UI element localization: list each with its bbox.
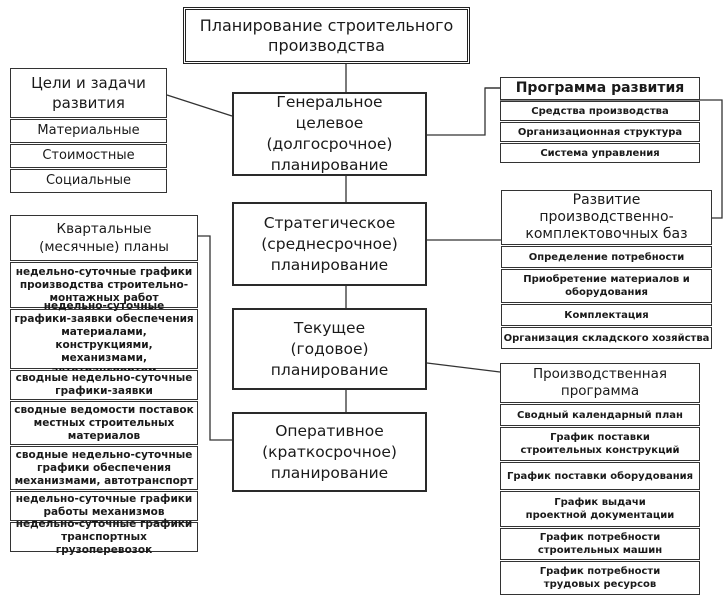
prod-program-item: Сводный календарный план [500, 404, 700, 426]
quarterly-header: Квартальные (месячные) планы [10, 215, 198, 261]
prod-program-item-text: График потребности трудовых ресурсов [539, 566, 661, 590]
prod-program-header: Производственная программа [500, 363, 700, 403]
bases-item-text: Приобретение материалов и оборудования [523, 274, 690, 298]
goals-item: Социальные [10, 169, 167, 193]
dev-program-item-text: Средства производства [531, 105, 669, 117]
title-box: Планирование строительного производства [183, 7, 470, 64]
center-box-current: Текущее (годовое) планирование [232, 308, 427, 390]
dev-program-item: Средства производства [500, 101, 700, 121]
center-strategic-text: Стратегическое (среднесрочное) планирова… [261, 213, 398, 274]
prod-program-header-text: Производственная программа [532, 366, 668, 399]
bases-item: Комплектация [501, 304, 712, 326]
dev-program-item-text: Система управления [540, 147, 660, 159]
quarterly-item-text: сводные недельно-суточные графики обеспе… [14, 448, 194, 487]
goals-item-text: Материальные [37, 123, 140, 138]
quarterly-item-text: недельно-суточные графики транспортных г… [15, 517, 193, 556]
bases-item-text: Организация складского хозяйства [503, 332, 710, 344]
goals-item-text: Социальные [45, 173, 132, 188]
bases-item-text: Комплектация [564, 309, 649, 321]
quarterly-item: недельно-суточные графики работы механиз… [10, 491, 198, 521]
prod-program-item-text: График поставки строительных конструкций [520, 432, 680, 456]
prod-program-item-text: График выдачи проектной документации [525, 497, 675, 521]
goals-item: Стоимостные [10, 144, 167, 168]
goals-item: Материальные [10, 119, 167, 143]
center-box-operative: Оперативное (краткосрочное) планирование [232, 412, 427, 492]
bases-item-text: Определение потребности [528, 251, 685, 263]
prod-program-item: График потребности трудовых ресурсов [500, 561, 700, 595]
center-general-text: Генеральное целевое (долгосрочное) плани… [266, 93, 393, 174]
bases-item: Организация складского хозяйства [501, 327, 712, 349]
center-box-strategic: Стратегическое (среднесрочное) планирова… [232, 202, 427, 286]
prod-program-item-text: График потребности строительных машин [537, 532, 663, 556]
quarterly-item-text: сводные ведомости поставок местных строи… [14, 403, 194, 442]
quarterly-item-text: недельно-суточные графики производства с… [15, 265, 193, 304]
goals-header: Цели и задачи развития [10, 68, 167, 118]
quarterly-item: недельно-суточные графики производства с… [10, 262, 198, 308]
prod-program-item-text: График поставки оборудования [506, 470, 694, 482]
quarterly-item: недельно-суточные графики транспортных г… [10, 518, 198, 556]
bases-item: Определение потребности [501, 246, 712, 268]
goals-item-text: Стоимостные [42, 148, 135, 163]
dev-program-item: Система управления [500, 143, 700, 163]
prod-program-item-text: Сводный календарный план [517, 409, 683, 421]
quarterly-item: сводные ведомости поставок местных строи… [10, 401, 198, 445]
quarterly-item: недельно-суточные графики-заявки обеспеч… [10, 300, 198, 377]
quarterly-item-text: недельно-суточные графики-заявки обеспеч… [14, 300, 194, 377]
dev-program-item: Организационная структура [500, 122, 700, 142]
prod-program-item: График потребности строительных машин [500, 528, 700, 560]
center-box-general: Генеральное целевое (долгосрочное) плани… [232, 92, 427, 176]
quarterly-item: сводные недельно-суточные графики обеспе… [10, 446, 198, 490]
quarterly-item: сводные недельно-суточные графики-заявки [10, 370, 198, 400]
center-current-text: Текущее (годовое) планирование [270, 318, 389, 379]
dev-program-header-text: Программа развития [515, 80, 685, 96]
goals-header-text: Цели и задачи развития [31, 74, 146, 112]
quarterly-header-text: Квартальные (месячные) планы [39, 221, 169, 255]
quarterly-item-text: недельно-суточные графики работы механиз… [15, 493, 193, 518]
bases-header-text: Развитие производственно-комплектовочных… [525, 192, 688, 242]
prod-program-item: График поставки оборудования [500, 462, 700, 490]
dev-program-header: Программа развития [500, 77, 700, 100]
title-text: Планирование строительного производства [199, 15, 454, 55]
prod-program-item: График поставки строительных конструкций [500, 427, 700, 461]
dev-program-item-text: Организационная структура [517, 126, 683, 138]
bases-item: Приобретение материалов и оборудования [501, 269, 712, 303]
quarterly-item-text: сводные недельно-суточные графики-заявки [15, 372, 193, 397]
prod-program-item: График выдачи проектной документации [500, 491, 700, 527]
bases-header: Развитие производственно-комплектовочных… [501, 190, 712, 245]
center-operative-text: Оперативное (краткосрочное) планирование [262, 421, 397, 482]
